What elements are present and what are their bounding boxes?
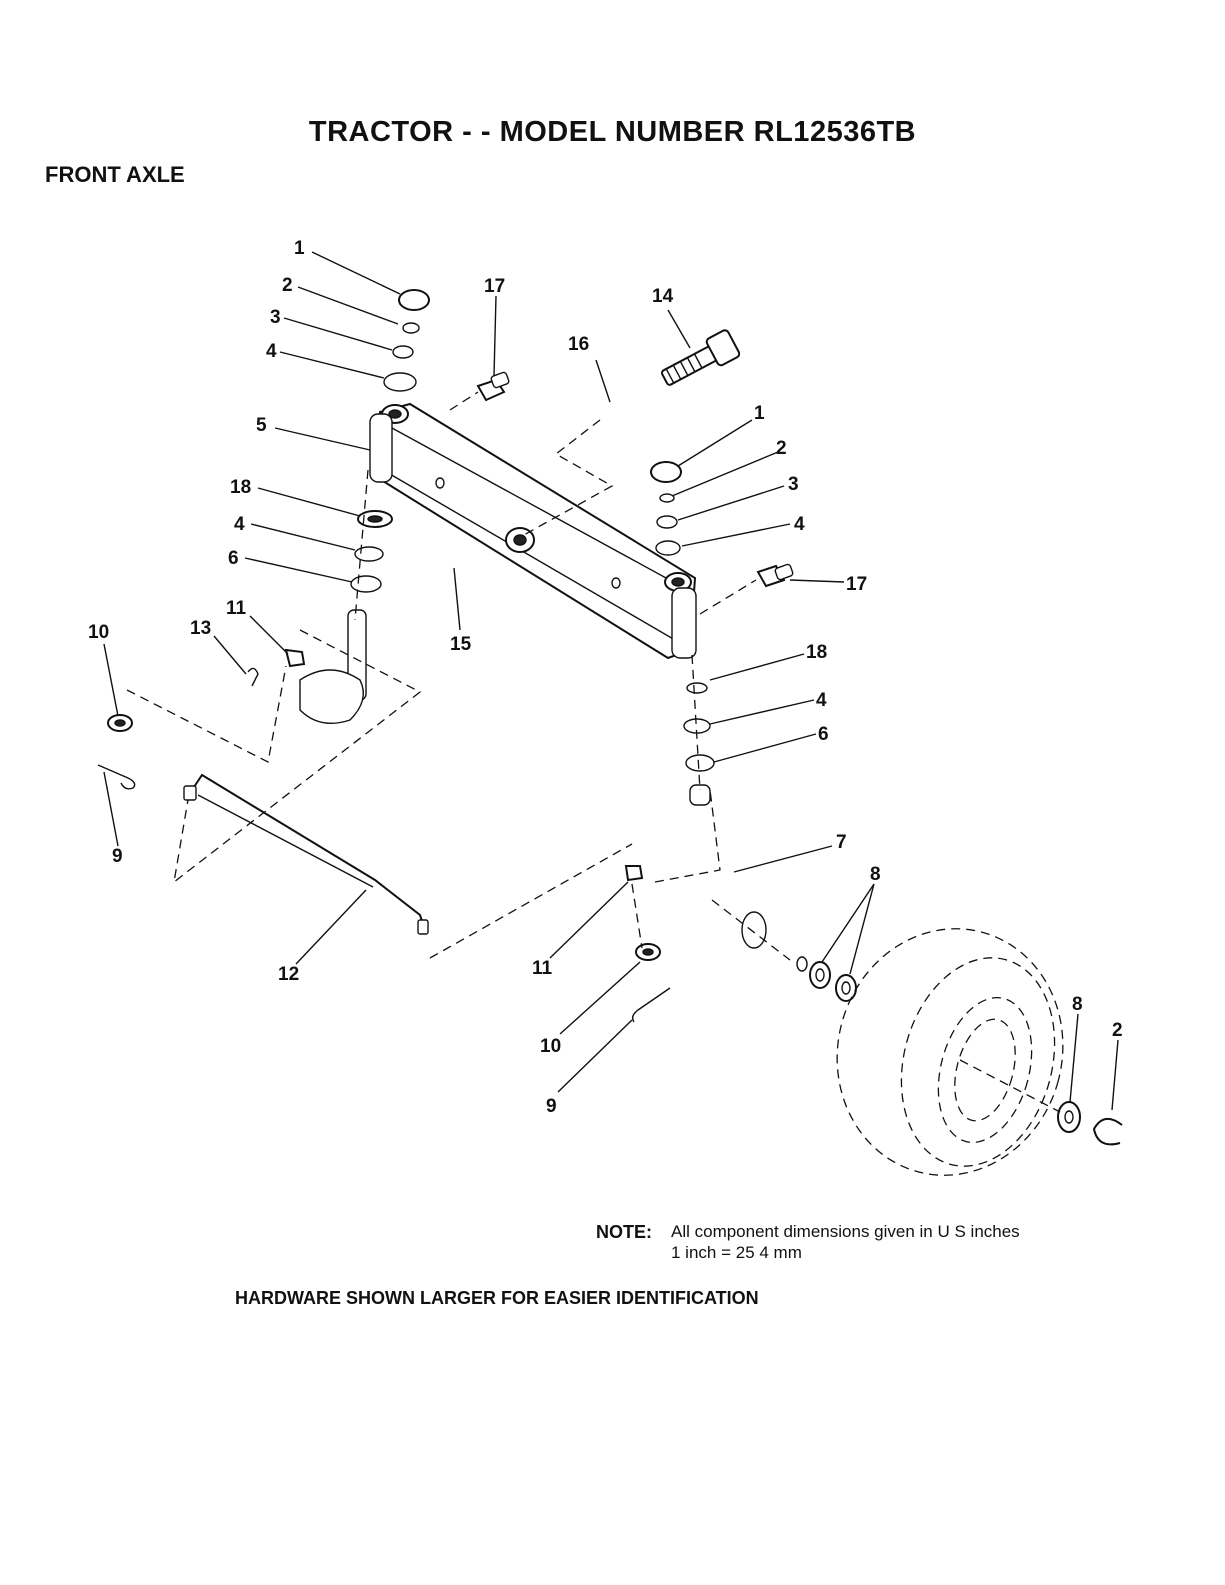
callout-10: 10 xyxy=(540,1036,561,1057)
callout-4: 4 xyxy=(794,514,805,535)
wheel-washers xyxy=(742,912,1122,1144)
callout-9: 9 xyxy=(112,846,123,867)
callout-16: 16 xyxy=(568,334,589,355)
callout-18: 18 xyxy=(230,477,251,498)
callout-7: 7 xyxy=(836,832,847,853)
leader-lines xyxy=(104,252,1118,1110)
tie-rod xyxy=(184,775,428,934)
callout-6: 6 xyxy=(228,548,239,569)
callout-2: 2 xyxy=(1112,1020,1123,1041)
pivot-bolt xyxy=(658,329,741,392)
callout-1: 1 xyxy=(754,403,765,424)
callout-11: 11 xyxy=(226,598,247,619)
callout-labels: 1 2 3 4 5 18 4 6 17 16 14 1 2 3 4 17 15 … xyxy=(88,238,1123,1117)
left-hardware xyxy=(98,650,304,789)
callout-17: 17 xyxy=(846,574,867,595)
callout-14: 14 xyxy=(652,286,674,307)
callout-4: 4 xyxy=(234,514,245,535)
callout-9: 9 xyxy=(546,1096,557,1117)
callout-13: 13 xyxy=(190,618,211,639)
callout-2: 2 xyxy=(776,438,787,459)
shoulder-bolt-right xyxy=(758,564,794,586)
front-wheel xyxy=(810,903,1091,1201)
callout-2: 2 xyxy=(282,275,293,296)
callout-4: 4 xyxy=(266,341,277,362)
callout-3: 3 xyxy=(788,474,799,495)
callout-11: 11 xyxy=(532,958,553,979)
callout-1: 1 xyxy=(294,238,305,259)
note-conversion-text: 1 inch = 25 4 mm xyxy=(671,1243,802,1263)
callout-8: 8 xyxy=(870,864,881,885)
callout-17: 17 xyxy=(484,276,505,297)
callout-18: 18 xyxy=(806,642,827,663)
callout-15: 15 xyxy=(450,634,472,655)
hardware-note: HARDWARE SHOWN LARGER FOR EASIER IDENTIF… xyxy=(235,1288,759,1309)
callout-5: 5 xyxy=(256,415,267,436)
axle-beam xyxy=(370,404,696,658)
note-dimensions-text: All component dimensions given in U S in… xyxy=(671,1222,1020,1242)
callout-8: 8 xyxy=(1072,994,1083,1015)
callout-3: 3 xyxy=(270,307,281,328)
callout-12: 12 xyxy=(278,964,299,985)
note-label: NOTE: xyxy=(596,1222,652,1243)
callout-6: 6 xyxy=(818,724,829,745)
callout-10: 10 xyxy=(88,622,109,643)
callout-4: 4 xyxy=(816,690,827,711)
